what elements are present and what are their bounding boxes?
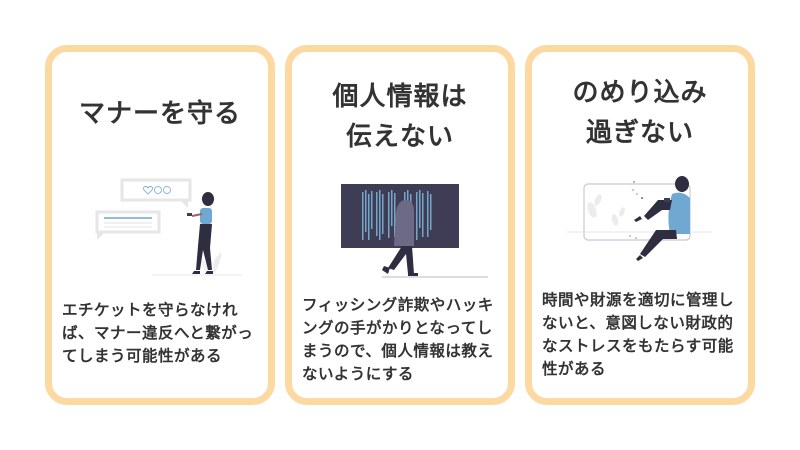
woman-phone-chat-bubbles-illustration xyxy=(52,170,268,280)
card-title: のめり込み 過ぎない xyxy=(572,78,708,148)
surprised-face-icon xyxy=(163,186,171,194)
chat-bubble-icon xyxy=(120,178,192,208)
hooded-hacker-code-screen-illustration xyxy=(292,170,508,280)
card-manners: マナーを守る xyxy=(45,45,275,405)
card-description: エチケットを守らなければ、マナー違反へと繋がってしまう可能性がある xyxy=(62,301,254,365)
card-description: フィッシング詐欺やハッキングの手がかりとなってしまうので、個人情報は教えないよう… xyxy=(302,296,494,383)
woman-figure-icon xyxy=(187,192,214,274)
smile-face-icon xyxy=(154,186,162,194)
card-title: 個人情報は 伝えない xyxy=(332,82,468,152)
hooded-figure-icon xyxy=(382,200,418,276)
card-dont-overindulge: のめり込み 過ぎない xyxy=(525,45,755,405)
card-title: マナーを守る xyxy=(78,99,241,129)
message-bubble-icon xyxy=(95,210,161,240)
heart-icon xyxy=(143,186,153,195)
card-personal-info: 個人情報は 伝えない xyxy=(285,45,515,405)
card-description: 時間や財源を適切に管理しないと、意図しない財政的なストレスをもたらす可能性がある xyxy=(542,291,735,378)
sitting-woman-icon xyxy=(634,176,690,261)
woman-sitting-phone-illustration xyxy=(532,170,748,280)
